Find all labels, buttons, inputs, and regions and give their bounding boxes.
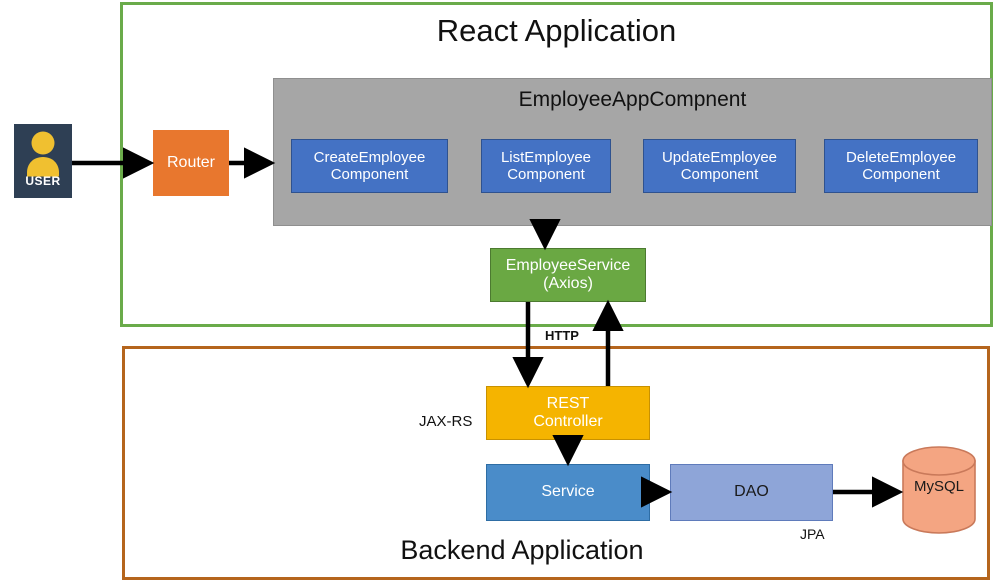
rest-controller-label: REST Controller [533,394,603,430]
backend-application-title: Backend Application [400,535,644,565]
list-employee-component-node[interactable]: ListEmployee Component [481,139,611,193]
update-employee-component-label: UpdateEmployee Component [661,148,778,183]
rest-controller-node[interactable]: REST Controller [486,386,650,440]
delete-employee-component-label: DeleteEmployee Component [845,148,957,183]
router-node[interactable]: Router [153,130,229,196]
create-employee-component-label: CreateEmployee Component [313,148,426,183]
dao-label: DAO [734,483,769,501]
create-employee-component-node[interactable]: CreateEmployee Component [291,139,448,193]
user-actor-box [14,124,72,198]
employee-app-component-title: EmployeeAppCompnent [518,88,747,111]
service-label: Service [541,483,595,501]
user-actor-label: USER [25,174,61,188]
list-employee-component-label: ListEmployee Component [500,148,592,183]
user-person-icon [27,131,59,177]
router-label: Router [166,153,216,171]
http-edge-label: HTTP [545,328,579,343]
jpa-edge-label: JPA [800,526,825,542]
jaxrs-edge-label: JAX-RS [419,413,473,430]
employee-service-node[interactable]: EmployeeService (Axios) [490,248,646,302]
react-application-title: React Application [436,13,677,48]
update-employee-component-node[interactable]: UpdateEmployee Component [643,139,796,193]
delete-employee-component-node[interactable]: DeleteEmployee Component [824,139,978,193]
backend-application-frame [122,346,990,580]
mysql-database-label: MySQL [913,478,964,495]
mysql-database-icon[interactable] [901,445,977,535]
employee-service-label: EmployeeService (Axios) [505,256,631,292]
